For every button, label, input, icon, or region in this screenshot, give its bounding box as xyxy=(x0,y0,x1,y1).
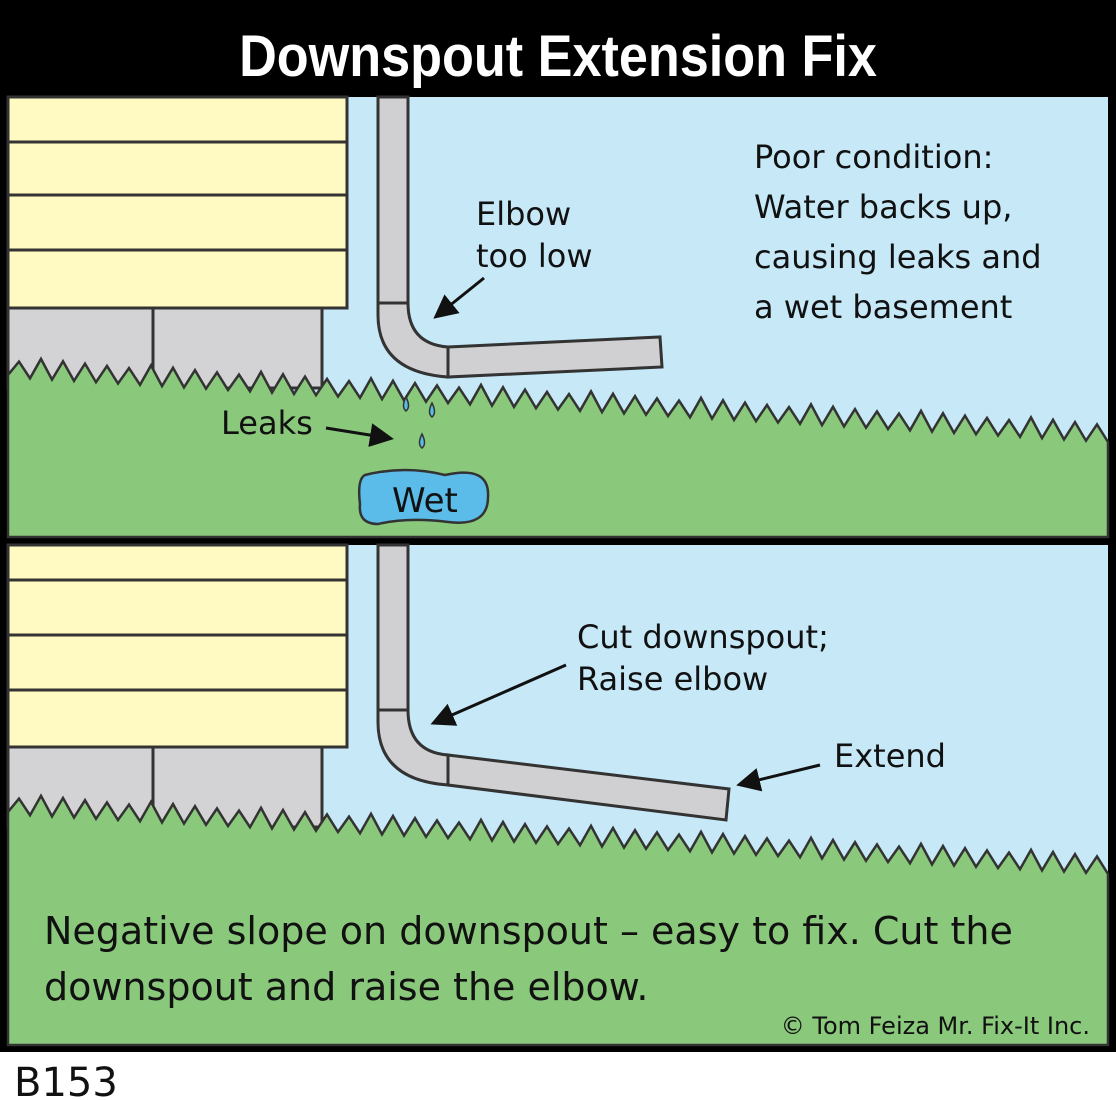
extend-arrow xyxy=(736,763,821,792)
panel-bottom: Cut downspout; Raise elbow Extend Negati… xyxy=(6,543,1110,1047)
cut-label-line1: Cut downspout; xyxy=(577,618,829,656)
water-drops xyxy=(402,395,436,449)
condition-line1: Poor condition: xyxy=(754,138,993,176)
caption-line1: Negative slope on downspout – easy to fi… xyxy=(44,909,1013,953)
house-siding xyxy=(6,543,349,749)
cut-label-line2: Raise elbow xyxy=(577,660,768,698)
leaks-label: Leaks xyxy=(221,404,313,442)
figure-code: B153 xyxy=(14,1060,118,1100)
elbow-arrow xyxy=(433,276,485,319)
elbow-label-line1: Elbow xyxy=(476,195,571,233)
panel-top: Wet Leaks Elbow too low Poor condition: … xyxy=(6,95,1110,539)
downspout-low-elbow xyxy=(376,95,664,379)
elbow-label-line2: too low xyxy=(476,237,593,275)
copyright: © Tom Feiza Mr. Fix-It Inc. xyxy=(781,1012,1090,1040)
extend-label: Extend xyxy=(834,737,946,775)
condition-line4: a wet basement xyxy=(754,288,1012,326)
house-siding xyxy=(6,95,349,310)
grass xyxy=(6,793,1110,1047)
condition-line2: Water backs up, xyxy=(754,188,1012,226)
wet-puddle xyxy=(357,468,490,526)
cut-arrow xyxy=(430,663,567,726)
caption-line2: downspout and raise the elbow. xyxy=(44,965,648,1009)
condition-line3: causing leaks and xyxy=(754,238,1042,276)
wet-label: Wet xyxy=(392,481,458,521)
leaks-arrow xyxy=(325,423,394,447)
title: Downspout Extension Fix xyxy=(239,23,877,88)
downspout-raised-elbow xyxy=(376,543,731,822)
grass xyxy=(6,356,1110,539)
